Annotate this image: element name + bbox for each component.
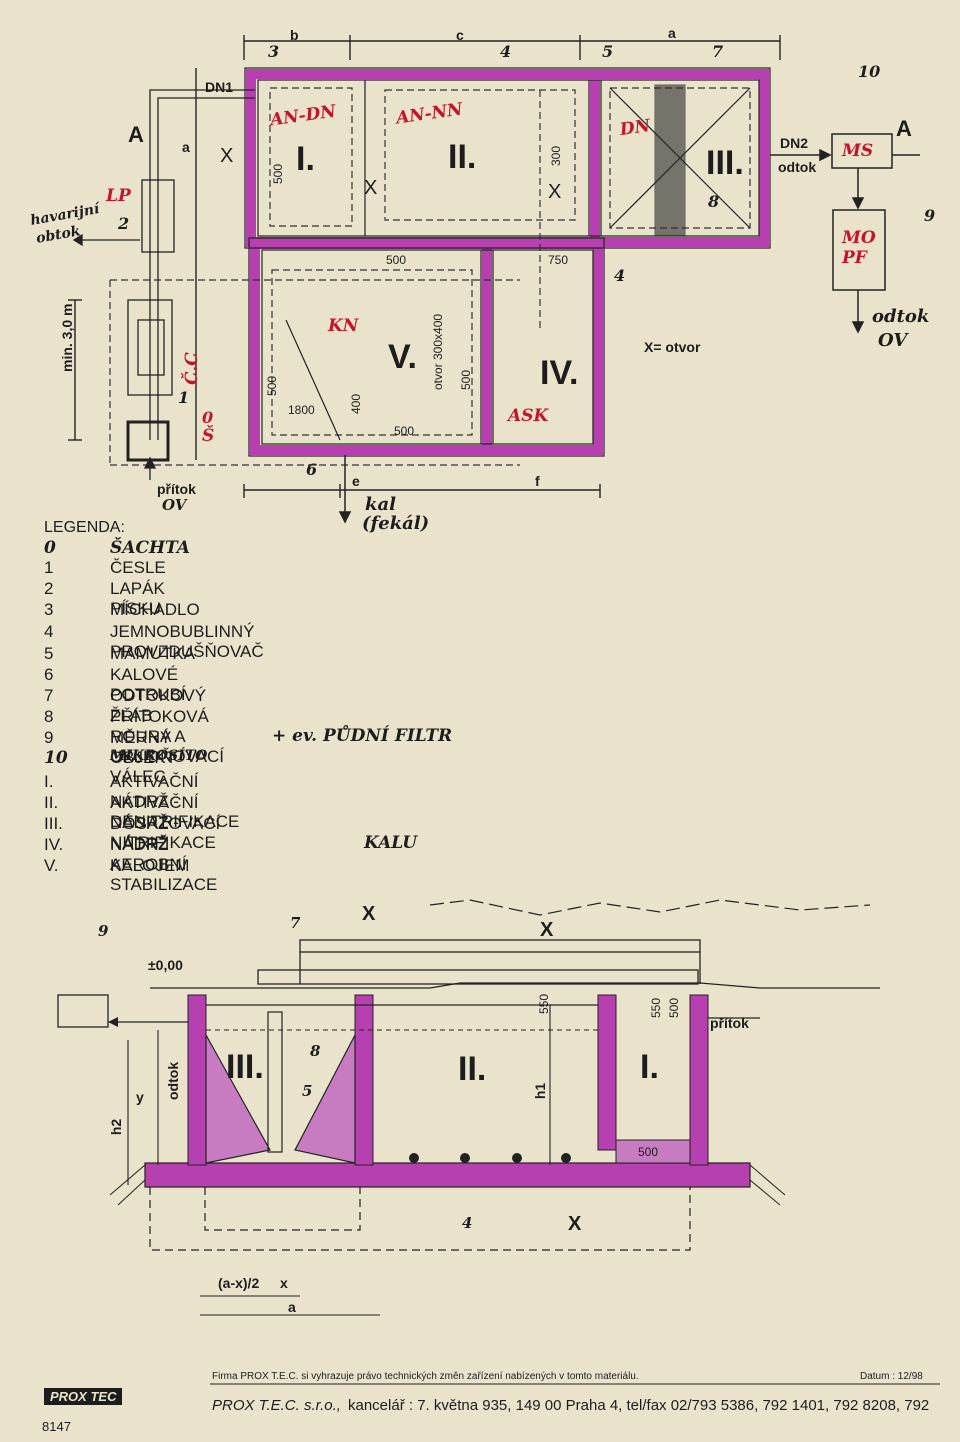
- x-mark-3: X: [548, 181, 562, 203]
- section-a-left: A: [128, 122, 144, 147]
- plan-num-6: 6: [306, 460, 318, 479]
- section-tank-ii: II.: [458, 1050, 487, 1088]
- section-dim-550b: 550: [649, 997, 664, 1019]
- measure-750: 750: [548, 253, 569, 267]
- section-odtok: odtok: [165, 1061, 181, 1100]
- section-dim-h2: h2: [108, 1118, 125, 1136]
- label-pritok: přítok: [157, 481, 196, 497]
- plan-walls: [246, 69, 769, 455]
- section-x-1: X: [362, 903, 376, 925]
- label-fekal: (fekál): [362, 513, 430, 534]
- plan-num-0: 0: [202, 408, 214, 427]
- plan-view: [68, 35, 781, 498]
- red-label-cd: Č.C: [181, 352, 202, 385]
- plan-num-4b: 4: [614, 266, 626, 285]
- measure-otvor: otvor 300x400: [431, 313, 445, 390]
- label-dn1: DN1: [205, 79, 234, 95]
- footer-company: PROX T.E.C. s.r.o.,: [212, 1397, 341, 1414]
- red-label-mopf: MO PF: [842, 228, 876, 269]
- dim-a-side: a: [182, 139, 190, 155]
- plan-num-1: 1: [178, 388, 190, 407]
- legend-title: LEGENDA:: [44, 519, 125, 536]
- section-dim-550a: 550: [537, 993, 552, 1015]
- tank-ii-label: II.: [448, 138, 477, 176]
- footer-note: Firma PROX T.E.C. si vyhrazuje právo tec…: [212, 1371, 639, 1382]
- section-view: [57, 899, 880, 1316]
- plan-num-8: 8: [708, 192, 720, 211]
- label-kal: kal: [365, 494, 396, 515]
- section-pritok: přítok: [710, 1015, 749, 1031]
- legend-addon: + ev. PŮDNÍ FILTR: [272, 726, 453, 746]
- section-num-4: 4: [462, 1214, 473, 1232]
- legend-tank-iv-suffix: KALU: [364, 833, 418, 853]
- section-dim-y: y: [136, 1089, 144, 1105]
- section-dim-500b: 500: [638, 1145, 659, 1159]
- dim-c: c: [456, 27, 464, 43]
- plan-num-3: 3: [268, 42, 280, 61]
- plan-wall-outlines: [244, 67, 771, 457]
- label-odtok-ov: odtok: [872, 306, 930, 327]
- section-num-5: 5: [302, 1082, 313, 1100]
- dim-f: f: [535, 473, 540, 489]
- red-label-kn: KN: [328, 316, 359, 336]
- section-dim-ax: (a-x)/2: [218, 1275, 260, 1291]
- measure-500-b: 500: [386, 253, 407, 267]
- measure-500-e: 500: [459, 369, 474, 391]
- tank-iv-label: IV.: [540, 354, 579, 392]
- section-level: ±0,00: [148, 957, 183, 973]
- footer-code: 8147: [42, 1419, 71, 1434]
- red-label-s: Š: [202, 426, 215, 446]
- measure-500-c: 500: [265, 375, 280, 397]
- section-dim-a: a: [288, 1299, 296, 1315]
- label-odtok: odtok: [778, 159, 817, 175]
- dim-b: b: [290, 27, 299, 43]
- x-mark-2: X: [364, 177, 378, 199]
- section-dim-500a: 500: [667, 997, 682, 1019]
- section-num-8: 8: [310, 1042, 321, 1060]
- label-ov2: OV: [878, 330, 908, 351]
- tank-i-label: I.: [296, 140, 315, 178]
- dim-min: min. 3,0 m: [59, 303, 75, 372]
- plan-inner-lines: [109, 87, 751, 466]
- red-label-ms: MS: [842, 141, 874, 161]
- measure-300: 300: [549, 145, 564, 167]
- red-label-ask: ASK: [508, 406, 549, 426]
- label-dn2: DN2: [780, 135, 809, 151]
- dim-e: e: [352, 473, 360, 489]
- section-num-9: 9: [98, 922, 109, 940]
- section-dim-x: x: [280, 1275, 288, 1291]
- dim-a: a: [668, 25, 676, 41]
- section-tank-i: I.: [640, 1048, 659, 1086]
- plan-num-5: 5: [602, 42, 614, 61]
- section-num-7: 7: [290, 914, 301, 932]
- measure-500-d: 500: [394, 424, 415, 438]
- section-x-2: X: [540, 919, 554, 941]
- section-a-right: A: [896, 116, 912, 141]
- label-ov: OV: [162, 496, 187, 514]
- plan-num-2: 2: [118, 214, 130, 233]
- red-label-lp: LP: [106, 186, 131, 206]
- section-x-3: X: [568, 1213, 582, 1235]
- inlet-pipe: [72, 89, 255, 480]
- x-mark-1: X: [220, 145, 234, 167]
- section-tank-iii: III.: [226, 1048, 264, 1086]
- red-label-dn: DN: [618, 115, 652, 141]
- outlet-boxes: [338, 133, 920, 524]
- plan-num-9: 9: [924, 206, 936, 225]
- settler-cross: [285, 84, 751, 441]
- x-otvor-note: X= otvor: [644, 339, 701, 355]
- measure-400: 400: [349, 393, 364, 415]
- plan-num-10: 10: [858, 62, 881, 81]
- plan-num-7: 7: [712, 42, 724, 61]
- tank-v-label: V.: [388, 338, 418, 376]
- company-logo: PROX TEC: [44, 1388, 123, 1405]
- measure-500-a: 500: [271, 163, 286, 185]
- plan-num-4: 4: [500, 42, 512, 61]
- measure-1800: 1800: [288, 403, 315, 417]
- footer-datum: Datum : 12/98: [860, 1371, 923, 1382]
- tank-iii-label: III.: [706, 144, 744, 182]
- footer-address: kancelář : 7. května 935, 149 00 Praha 4…: [348, 1397, 930, 1414]
- section-dim-h1: h1: [532, 1082, 549, 1100]
